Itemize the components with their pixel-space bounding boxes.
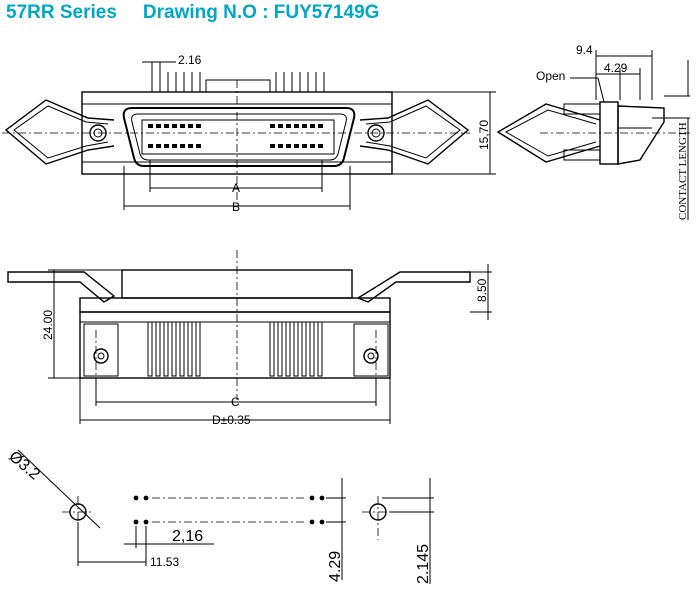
contact-row-lower xyxy=(148,144,323,148)
side-outer-dim-label: 9.4 xyxy=(576,43,593,57)
wing-right xyxy=(356,271,471,303)
hole-diameter-label: Ø3.2 xyxy=(5,448,43,483)
series-name: 57RR Series xyxy=(6,2,117,23)
dim-c-label: C xyxy=(231,395,240,409)
front-height-label: 15,70 xyxy=(477,120,491,150)
row-spacing-label: 4.29 xyxy=(327,551,344,582)
bottom-height-label: 24.00 xyxy=(41,310,55,340)
side-shell xyxy=(617,105,665,165)
bottom-hole-left xyxy=(93,348,109,364)
pcb-footprint: Ø3.2 2,16 11.53 4.29 xyxy=(5,448,434,584)
receptacle-outline xyxy=(122,107,356,167)
latch-left xyxy=(4,99,115,165)
latch-height-label: 8.50 xyxy=(475,278,489,302)
bottom-pins-left xyxy=(147,321,201,377)
dim-b-label: B xyxy=(232,200,240,214)
wing-left xyxy=(7,271,116,303)
pad-row-upper xyxy=(133,495,325,501)
footprint-pitch-label: 2,16 xyxy=(172,528,203,545)
side-inner-dim-label: 4.29 xyxy=(604,61,628,75)
side-view: 9.4 4.29 Open CONTACT LENGTH xyxy=(496,43,690,220)
dim-a-label: A xyxy=(232,181,240,195)
side-latch xyxy=(496,103,601,163)
dim-d-label: D±0.35 xyxy=(212,413,251,427)
pitch-label: 2.16 xyxy=(178,53,202,67)
contact-row-upper xyxy=(148,124,323,128)
bottom-pins-right xyxy=(269,321,323,377)
pitch-dimension: 2.16 xyxy=(142,53,202,72)
latch-right xyxy=(359,99,470,165)
open-label: Open xyxy=(536,69,565,83)
pad-row-lower xyxy=(133,519,325,525)
front-view: 2.16 xyxy=(2,53,496,214)
footprint-offset-label: 11.53 xyxy=(150,555,179,569)
contact-length-label: CONTACT LENGTH xyxy=(677,122,689,220)
bottom-view: 24.00 8.50 C D±0.35 xyxy=(7,250,492,427)
drawing-number: Drawing N.O : FUY57149G xyxy=(142,2,380,23)
bottom-hole-right xyxy=(363,348,379,364)
top-pins xyxy=(151,72,325,93)
hole-offset-label: 2.145 xyxy=(415,544,432,584)
drawing-title: 57RR Series Drawing N.O : FUY57149G xyxy=(6,2,379,24)
mount-hole-right xyxy=(367,124,385,142)
